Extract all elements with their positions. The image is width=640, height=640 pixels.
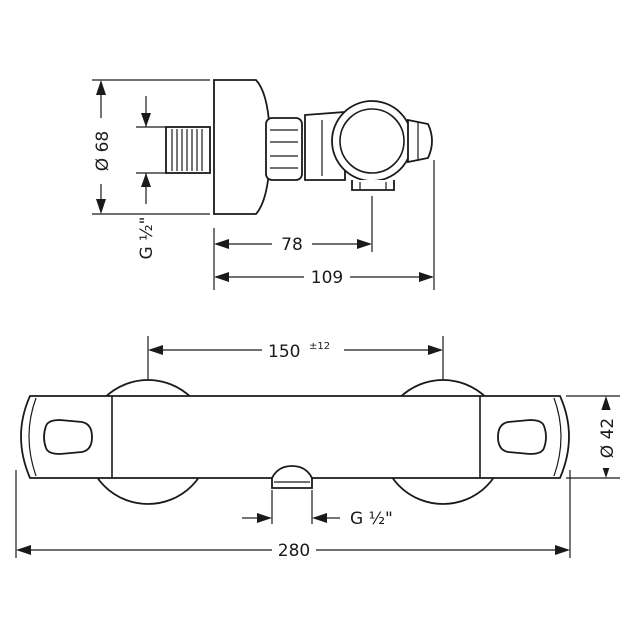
- dim-280-label: 280: [278, 541, 310, 561]
- hex-nut: [265, 117, 303, 181]
- wall-rosette-side: [213, 79, 271, 215]
- thread-label-side: G ½": [137, 217, 157, 260]
- mixer-body: [20, 395, 570, 479]
- dimension-150: 150 ±12: [147, 336, 444, 380]
- dimension-78: 78: [213, 196, 373, 290]
- dim-150-tolerance: ±12: [309, 341, 330, 352]
- dimension-109: 109: [214, 160, 435, 290]
- diameter-68-label: Ø 68: [93, 131, 113, 171]
- threaded-inlet: [165, 126, 211, 174]
- bottom-outlet: [271, 465, 313, 489]
- dimension-thread-side: G ½": [136, 96, 166, 259]
- handle-right-icon: [497, 419, 547, 455]
- diameter-42-label: Ø 42: [598, 418, 618, 458]
- dimension-diameter-42: Ø 42: [566, 395, 620, 479]
- side-view: Ø 68 G ½" 78 10: [90, 79, 435, 290]
- dimension-thread-front: G ½": [242, 490, 393, 529]
- dimension-280: 280: [15, 470, 571, 561]
- dim-150-label: 150: [268, 342, 300, 362]
- dim-109-label: 109: [311, 268, 343, 288]
- thread-label-front: G ½": [350, 509, 393, 529]
- valve-body-side: [304, 100, 433, 191]
- handle-left-icon: [43, 419, 93, 455]
- front-view: 150 ±12 Ø 42 G ½": [15, 336, 620, 561]
- dim-78-label: 78: [281, 235, 303, 255]
- dimension-diameter-68: Ø 68: [90, 79, 210, 215]
